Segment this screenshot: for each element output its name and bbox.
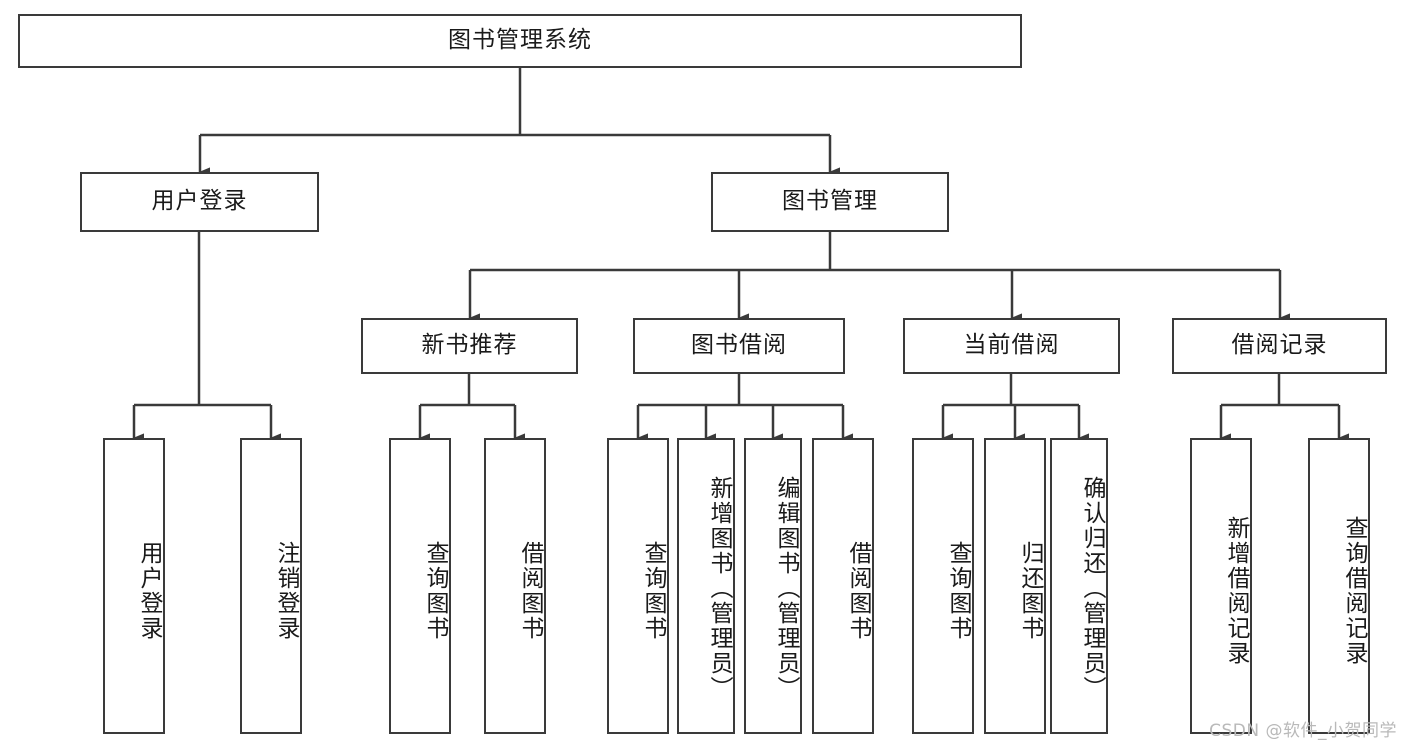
leaf-add-borrow-record[interactable]: 新增借阅记录 <box>1190 438 1252 734</box>
node-label: 用户登录 <box>151 188 248 215</box>
leaf-query-book-borrowing[interactable]: 查询图书 <box>607 438 669 734</box>
node-book-borrowing[interactable]: 图书借阅 <box>633 318 845 374</box>
leaf-borrow-book[interactable]: 借阅图书 <box>812 438 874 734</box>
node-book-management[interactable]: 图书管理 <box>711 172 949 232</box>
leaf-user-login[interactable]: 用户登录 <box>103 438 165 734</box>
node-label: 图书借阅 <box>691 332 787 359</box>
leaf-query-book-recommendation[interactable]: 查询图书 <box>389 438 451 734</box>
csdn-watermark: CSDN @软件_小贺同学 <box>1209 721 1397 741</box>
leaf-return-book[interactable]: 归还图书 <box>984 438 1046 734</box>
node-label: 编辑图书（管理员） <box>773 475 799 701</box>
leaf-borrow-book-recommendation[interactable]: 借阅图书 <box>484 438 546 734</box>
node-root-book-management-system[interactable]: 图书管理系统 <box>18 14 1022 68</box>
leaf-confirm-return-admin[interactable]: 确认归还（管理员） <box>1050 438 1108 734</box>
leaf-user-logout[interactable]: 注销登录 <box>240 438 302 734</box>
node-label: 查询图书 <box>945 541 971 641</box>
leaf-query-borrow-record[interactable]: 查询借阅记录 <box>1308 438 1370 734</box>
node-label: 新增图书（管理员） <box>706 475 732 701</box>
node-label: 用户登录 <box>136 541 162 641</box>
node-label: 归还图书 <box>1017 541 1043 641</box>
leaf-edit-book-admin[interactable]: 编辑图书（管理员） <box>744 438 802 734</box>
node-label: 借阅图书 <box>517 541 543 641</box>
node-label: 新增借阅记录 <box>1223 516 1249 666</box>
node-label: 注销登录 <box>273 541 299 641</box>
node-label: 查询借阅记录 <box>1341 516 1367 666</box>
node-label: 查询图书 <box>640 541 666 641</box>
node-label: 当前借阅 <box>963 332 1060 359</box>
node-label: 图书管理 <box>782 188 878 215</box>
node-label: 图书管理系统 <box>448 27 592 54</box>
node-new-book-recommendation[interactable]: 新书推荐 <box>361 318 578 374</box>
leaf-add-book-admin[interactable]: 新增图书（管理员） <box>677 438 735 734</box>
node-label: 借阅记录 <box>1231 332 1328 359</box>
leaf-query-book-current[interactable]: 查询图书 <box>912 438 974 734</box>
node-label: 借阅图书 <box>845 541 871 641</box>
node-label: 确认归还（管理员） <box>1079 475 1105 701</box>
node-label: 新书推荐 <box>421 332 518 359</box>
node-current-borrowing[interactable]: 当前借阅 <box>903 318 1120 374</box>
node-borrowing-records[interactable]: 借阅记录 <box>1172 318 1387 374</box>
node-user-login[interactable]: 用户登录 <box>80 172 319 232</box>
node-label: 查询图书 <box>422 541 448 641</box>
